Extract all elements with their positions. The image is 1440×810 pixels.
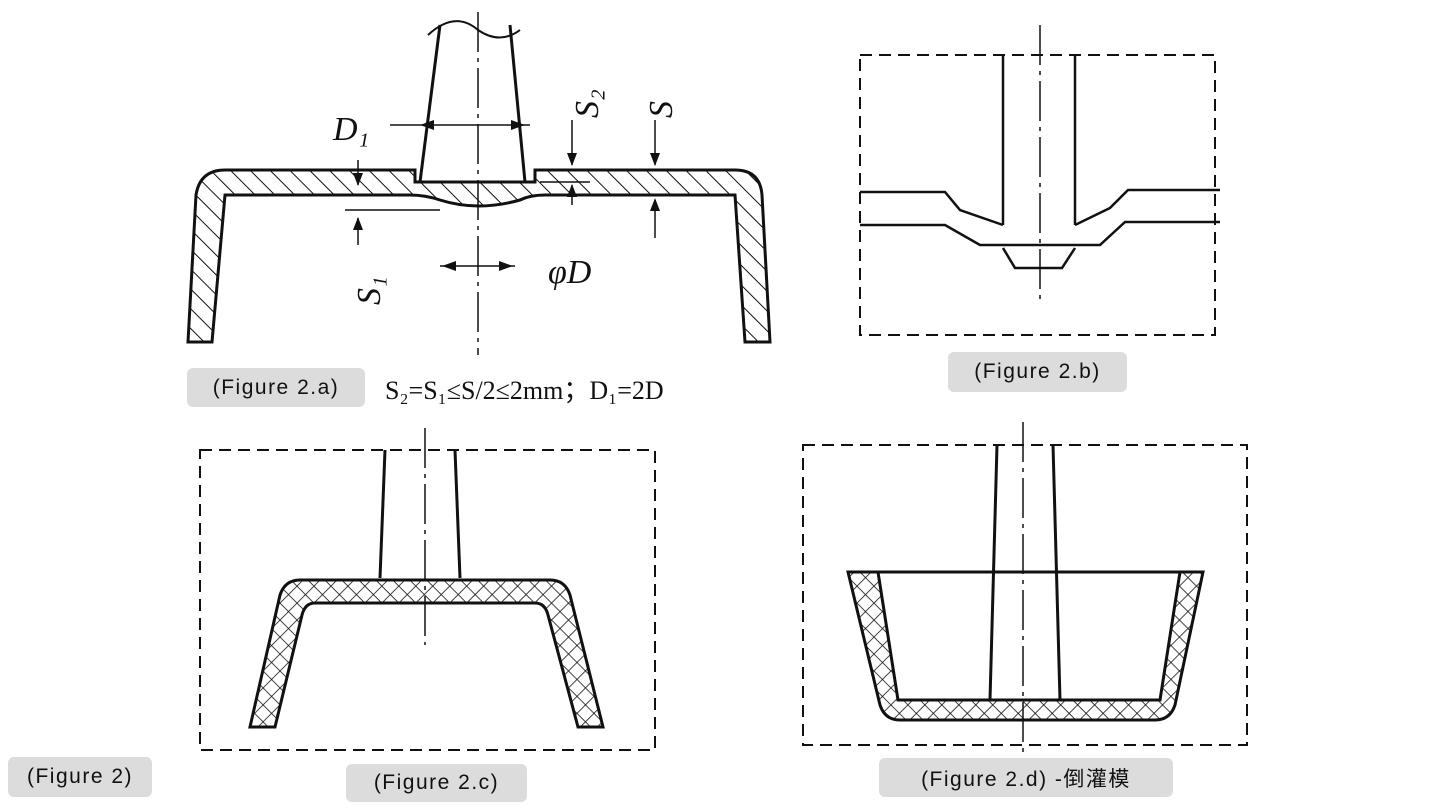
label-d1: D₁ [332,111,369,148]
label-s: S [643,101,680,118]
upper-plate-line [860,188,1220,227]
caption-figure-2: (Figure 2) [8,757,152,797]
mold-boundary [859,54,1216,336]
cap-wall-section [186,168,772,344]
figure-2d-drawing [802,422,1248,765]
cap-wall-section [248,578,605,729]
sprue-right [508,24,527,183]
gate-nub [1001,247,1077,270]
mold-boundary [199,449,656,751]
figure-2a-drawing [186,12,772,355]
sprue-right [1051,444,1062,701]
label-s2: S₂ [569,89,606,118]
mold-boundary [802,444,1248,746]
sprue-left [378,449,387,579]
sprue-break-line [427,20,521,39]
sprue-left [418,24,442,183]
formula-text: S₂=S₁≤S/2≤2mm；D₁=2D [385,376,664,405]
arrowheads [353,120,660,271]
figure-2c-drawing [199,428,656,751]
caption-figure-2a: (Figure 2.a) [187,368,365,407]
label-s1: S₁ [351,276,388,305]
caption-figure-2c: (Figure 2.c) [346,764,527,802]
caption-figure-2b: (Figure 2.b) [948,352,1127,392]
cup-wall-section [846,570,1205,722]
figure-2b-drawing [859,25,1220,336]
label-phi-d: φD [548,254,592,291]
caption-figure-2d: (Figure 2.d) -倒灌模 [879,758,1173,797]
sprue-left [988,444,999,701]
sprue-right [453,449,462,579]
lower-plate-line [860,220,1220,247]
